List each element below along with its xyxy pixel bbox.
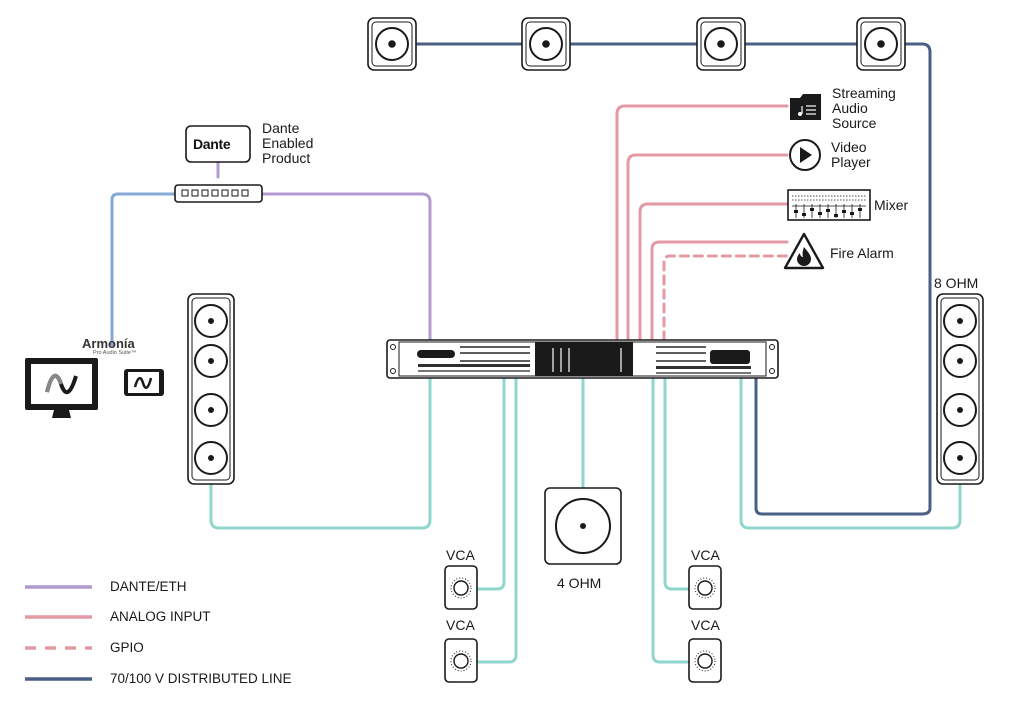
vca-control-1 [444, 565, 478, 610]
legend-label-gpio: GPIO [110, 640, 144, 655]
speaker-line-left-column [209, 376, 432, 530]
armonia-brand: Armonía [82, 336, 135, 351]
ceiling-speaker-3 [696, 17, 746, 71]
gpio-line [662, 254, 789, 342]
subwoofer-4ohm [544, 487, 622, 565]
ceiling-speaker-1 [367, 17, 417, 71]
network-switch-icon [174, 184, 263, 203]
vca-label-3: VCA [691, 547, 720, 563]
dante-line-right [260, 192, 432, 342]
column-speaker-left [187, 293, 235, 485]
speaker-line-8ohm [739, 376, 962, 530]
dante-logo-text: Dante [193, 136, 231, 152]
streaming-audio-icon [790, 94, 821, 120]
ceiling-speaker-4 [856, 17, 906, 71]
vca-label-4: VCA [691, 617, 720, 633]
video-player-label: Video Player [831, 139, 871, 170]
tablet-icon [124, 369, 164, 396]
dante-product-label: Dante Enabled Product [262, 120, 314, 166]
column-speaker-right [936, 293, 984, 485]
legend-label-distributed: 70/100 V DISTRIBUTED LINE [110, 671, 292, 686]
speaker-line-vca1 [475, 376, 506, 591]
amplifier-rack-unit [386, 339, 779, 379]
legend-swatches [25, 585, 92, 681]
vca-control-4 [688, 638, 722, 683]
analog-streaming [615, 104, 789, 342]
vca-control-3 [688, 565, 722, 610]
armonia-subtitle: Pro Audio Suite™ [93, 350, 137, 356]
mixer-label: Mixer [874, 197, 909, 213]
vca-label-2: VCA [446, 617, 475, 633]
monitor-icon [25, 358, 98, 418]
fire-alarm-label: Fire Alarm [830, 245, 894, 261]
dante-product-icon [185, 125, 251, 163]
ceiling-speaker-2 [521, 17, 571, 71]
ethernet-line [110, 192, 177, 347]
analog-fire [650, 240, 789, 342]
eight-ohm-label: 8 OHM [934, 275, 979, 291]
speaker-line-vca2 [475, 376, 518, 664]
mixer-icon [787, 189, 871, 221]
vca-control-2 [444, 638, 478, 683]
four-ohm-label: 4 OHM [557, 575, 602, 591]
speaker-line-vca3 [663, 376, 691, 591]
analog-video [626, 153, 789, 342]
fire-alarm-icon [783, 232, 825, 270]
streaming-label: Streaming Audio Source [832, 85, 896, 131]
legend-label-analog: ANALOG INPUT [110, 609, 211, 624]
video-player-icon [789, 139, 821, 171]
vca-label-1: VCA [446, 547, 475, 563]
legend-label-dante: DANTE/ETH [110, 579, 187, 594]
distributed-line [413, 42, 932, 516]
analog-mixer [638, 202, 789, 342]
speaker-line-vca4 [651, 376, 691, 664]
